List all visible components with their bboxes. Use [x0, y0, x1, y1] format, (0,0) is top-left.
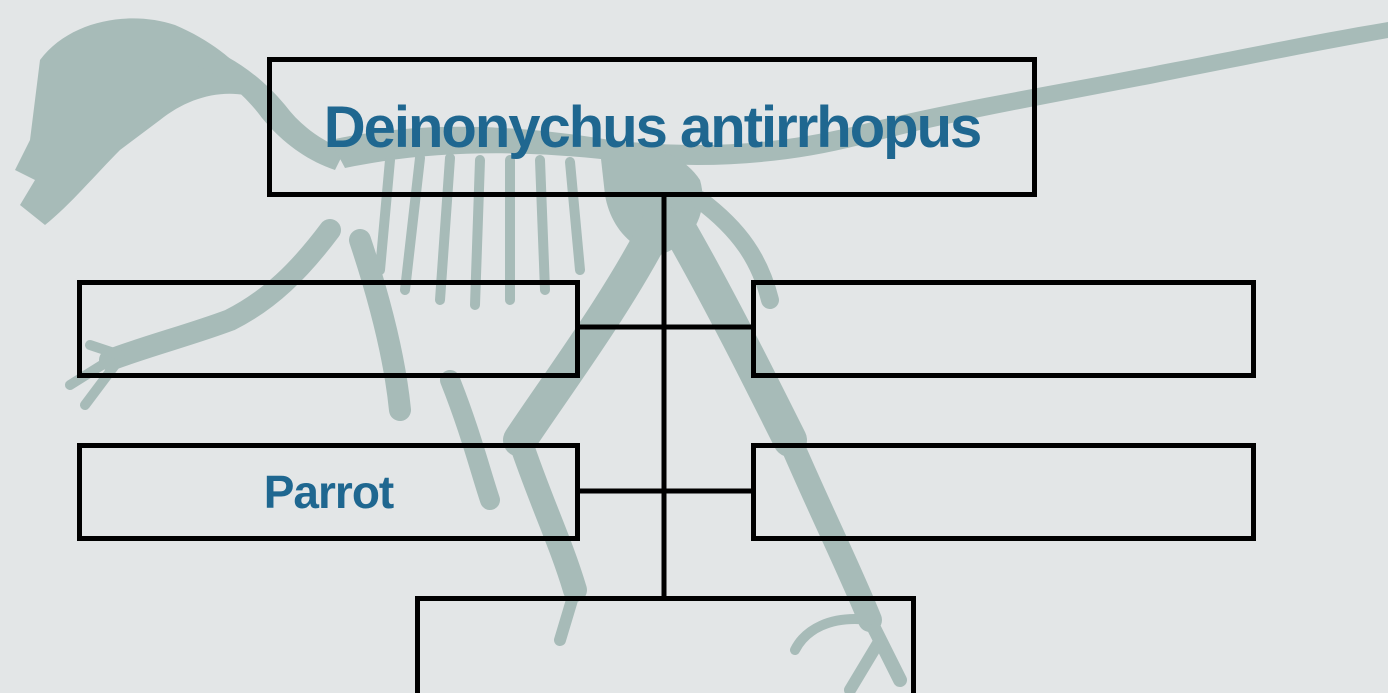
root-box[interactable]: Deinonychus antirrhopus — [267, 57, 1037, 197]
right-box-2[interactable] — [751, 443, 1256, 541]
left-box-1[interactable] — [77, 280, 580, 378]
right-box-1[interactable] — [751, 280, 1256, 378]
left-box-2[interactable]: Parrot — [77, 443, 580, 541]
bottom-box[interactable] — [415, 596, 916, 693]
